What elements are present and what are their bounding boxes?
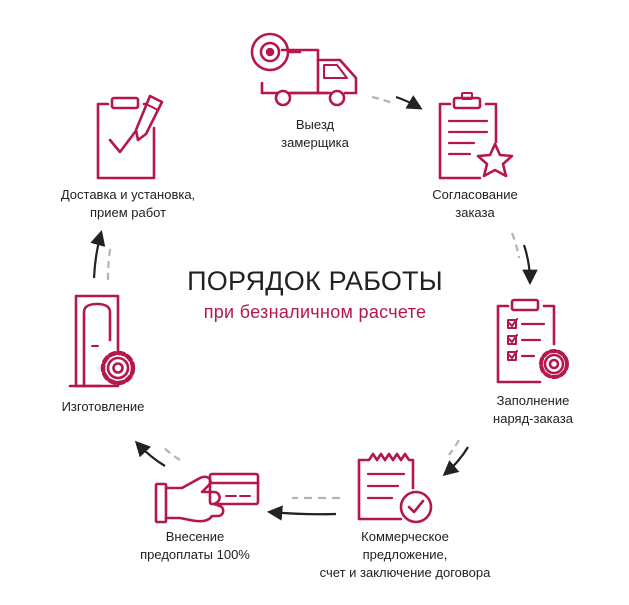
step-label-line: счет и заключение договора [319, 565, 491, 580]
step-label-commercial-offer: Коммерческое предложение, счет и заключе… [280, 528, 530, 582]
flow-arrows [90, 95, 538, 521]
step-label-line: заказа [455, 205, 495, 220]
step-label-line: Доставка и установка, [60, 187, 196, 202]
step-label-order-approval: Согласование заказа [410, 186, 540, 222]
step-label-manufacturing: Изготовление [48, 398, 158, 416]
arrow-step5-to-step6 [134, 440, 181, 467]
clipboard-checklist-gear-icon [496, 298, 569, 384]
document-check-icon [357, 452, 433, 524]
door-gear-icon [68, 294, 136, 388]
diagram-title: ПОРЯДОК РАБОТЫ [187, 266, 443, 296]
step-label-line: замерщика [281, 135, 349, 150]
diagram-subtitle: при безналичном расчете [203, 302, 427, 322]
clipboard-pencil-icon [96, 94, 164, 180]
truck-measure-icon [250, 32, 358, 107]
step-label-line: предложение, [362, 547, 448, 562]
arrow-step3-to-step4 [442, 439, 469, 477]
arrow-step6-to-step7 [90, 230, 113, 281]
step-label-line: Внесение [165, 529, 225, 544]
arrow-step1-to-step2 [371, 95, 423, 110]
arrow-step4-to-step5 [266, 496, 340, 521]
step-label-line: предоплаты 100% [140, 547, 250, 562]
step-label-line: наряд-заказа [493, 411, 573, 426]
step-label-line: Выезд [295, 117, 335, 132]
arrow-step2-to-step3 [510, 232, 538, 286]
step-label-line: Изготовление [61, 399, 145, 414]
clipboard-star-icon [438, 92, 514, 180]
step-label-line: прием работ [89, 205, 167, 220]
step-label-line: Заполнение [496, 393, 570, 408]
step-label-line: Согласование [432, 187, 518, 202]
step-label-measurer-visit: Выезд замерщика [260, 116, 370, 152]
step-label-line: Коммерческое [361, 529, 449, 544]
hand-card-icon [154, 472, 260, 524]
step-label-work-order: Заполнение наряд-заказа [468, 392, 598, 428]
step-label-delivery-installation: Доставка и установка, прием работ [40, 186, 216, 222]
step-label-prepayment: Внесение предоплаты 100% [130, 528, 260, 564]
